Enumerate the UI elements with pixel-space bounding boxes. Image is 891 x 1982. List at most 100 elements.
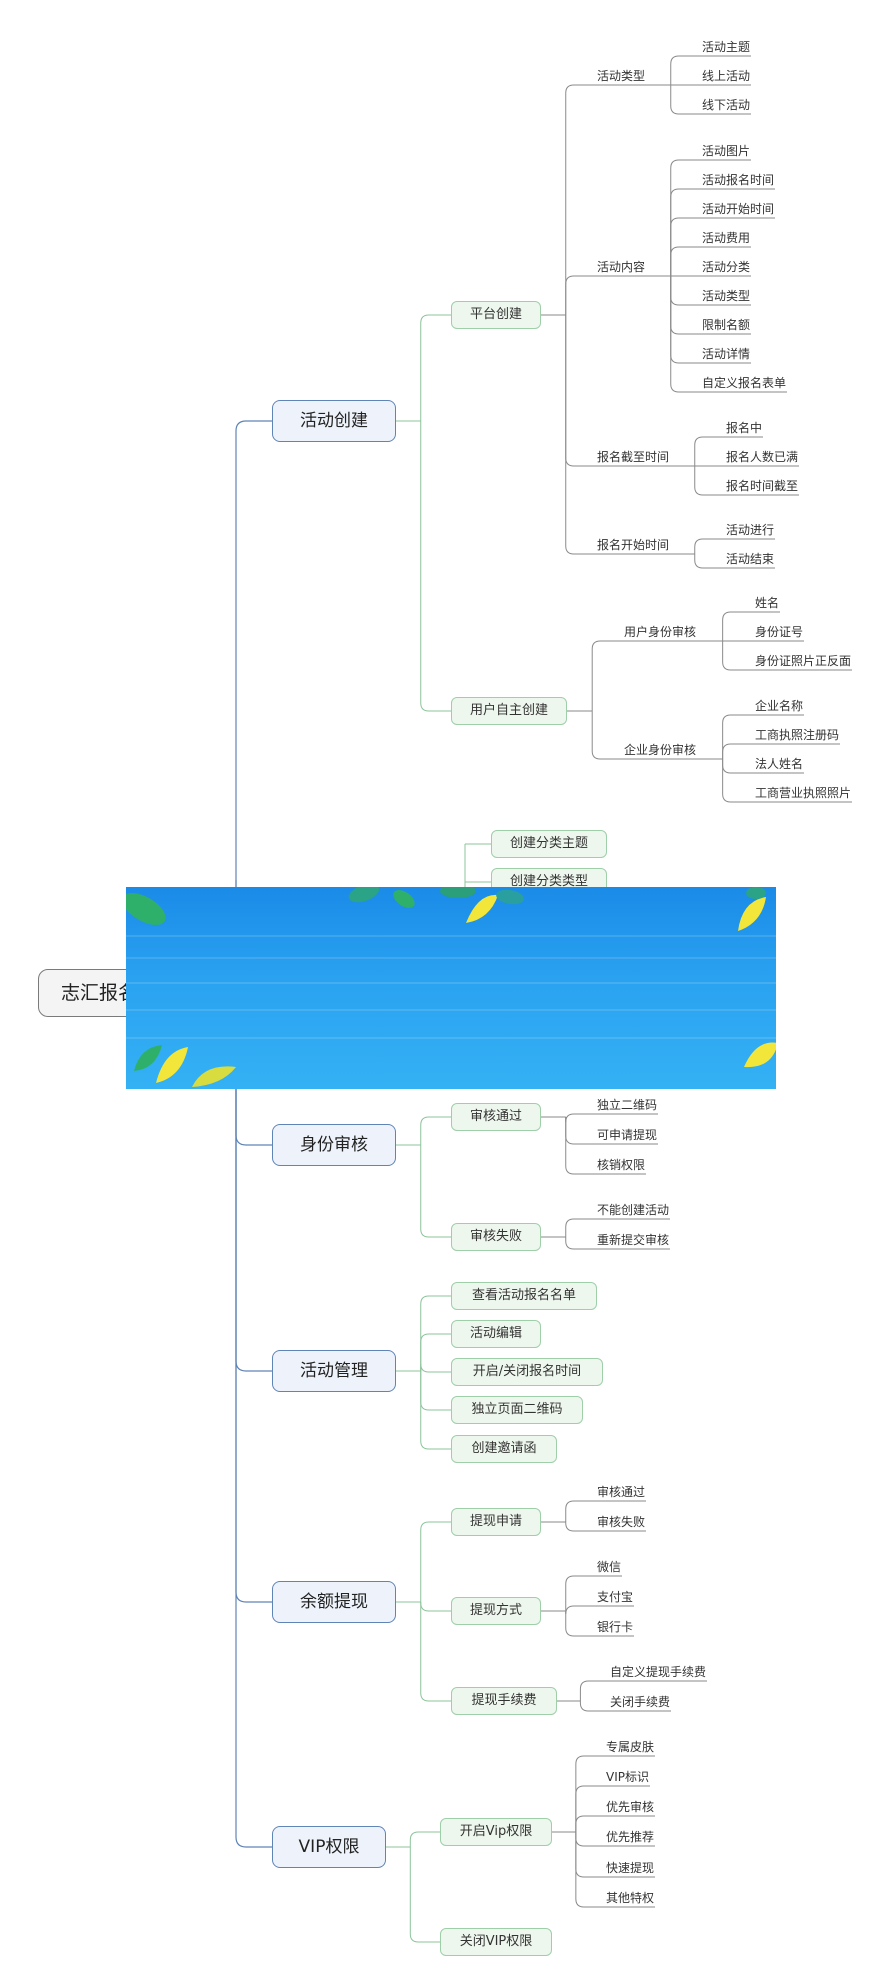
connector-line xyxy=(565,1611,596,1637)
subtopic-review-fail[interactable]: 审核失败 xyxy=(451,1223,541,1251)
leaf-topic[interactable]: 活动主题 xyxy=(702,40,751,54)
leaf-topic[interactable]: 活动分类 xyxy=(702,260,751,274)
connector-line xyxy=(722,759,754,803)
leaf-topic[interactable]: 活动详情 xyxy=(702,347,751,361)
subtopic-view-signup-list[interactable]: 查看活动报名名单 xyxy=(451,1282,597,1310)
connector-line xyxy=(670,276,701,364)
leaf-topic[interactable]: 银行卡 xyxy=(597,1620,634,1634)
topic-user-identity-review[interactable]: 用户身份审核 xyxy=(624,625,697,639)
connector-line xyxy=(420,1295,451,1371)
subtopic-activity-edit[interactable]: 活动编辑 xyxy=(451,1320,541,1348)
leaf-topic[interactable]: 工商营业执照照片 xyxy=(755,786,852,800)
topic-signup-deadline[interactable]: 报名截至时间 xyxy=(597,450,670,464)
connector-line xyxy=(575,1832,605,1878)
leaf-topic[interactable]: 姓名 xyxy=(755,596,780,610)
main-topic-identity-review[interactable]: 身份审核 xyxy=(272,1124,396,1166)
connector-line xyxy=(694,554,725,569)
leaf-topic[interactable]: 活动类型 xyxy=(702,289,751,303)
connector-line xyxy=(591,711,623,760)
leaf-topic[interactable]: 核销权限 xyxy=(597,1158,646,1172)
subtopic-user-create[interactable]: 用户自主创建 xyxy=(451,697,567,725)
main-topic-vip[interactable]: VIP权限 xyxy=(272,1826,386,1868)
leaf-topic[interactable]: 报名人数已满 xyxy=(726,450,799,464)
connector-line xyxy=(420,1333,451,1371)
connector-line xyxy=(575,1815,605,1832)
leaf-topic[interactable]: 自定义报名表单 xyxy=(702,376,787,390)
leaf-topic[interactable]: 工商执照注册码 xyxy=(755,728,840,742)
leaf-topic[interactable]: 企业名称 xyxy=(755,699,804,713)
connector-line xyxy=(694,466,725,496)
leaf-topic[interactable]: 独立二维码 xyxy=(597,1098,658,1112)
leaf-topic[interactable]: 活动开始时间 xyxy=(702,202,775,216)
connector-line xyxy=(420,1371,451,1450)
connector-line xyxy=(420,1602,451,1702)
connector-line xyxy=(420,1363,451,1373)
connector-line xyxy=(565,315,596,555)
leaf-topic[interactable]: 活动进行 xyxy=(726,523,775,537)
subtopic-create-category-theme[interactable]: 创建分类主题 xyxy=(491,830,607,858)
connector-line xyxy=(565,1237,596,1250)
topic-activity-content[interactable]: 活动内容 xyxy=(597,260,646,274)
connector-line xyxy=(722,611,754,641)
subtopic-create-invitation[interactable]: 创建邀请函 xyxy=(451,1435,557,1463)
connector-line xyxy=(565,1117,596,1145)
leaf-topic[interactable]: 优先推荐 xyxy=(606,1830,655,1844)
topic-signup-start[interactable]: 报名开始时间 xyxy=(597,538,670,552)
subtopic-withdraw-method[interactable]: 提现方式 xyxy=(451,1597,541,1625)
connector-line xyxy=(722,759,754,774)
connector-line xyxy=(694,538,725,554)
subtopic-disable-vip[interactable]: 关闭VIP权限 xyxy=(440,1928,552,1956)
leaf-topic[interactable]: 关闭手续费 xyxy=(610,1695,671,1709)
leaf-topic[interactable]: 报名时间截至 xyxy=(726,479,799,493)
leaf-topic[interactable]: 重新提交审核 xyxy=(597,1233,670,1247)
connector-line xyxy=(670,246,701,276)
connector-line xyxy=(420,314,451,421)
leaf-topic[interactable]: 活动图片 xyxy=(702,144,751,158)
subtopic-withdraw-fee[interactable]: 提现手续费 xyxy=(451,1687,557,1715)
subtopic-standalone-qrcode[interactable]: 独立页面二维码 xyxy=(451,1396,583,1424)
leaf-topic[interactable]: VIP标识 xyxy=(606,1770,649,1784)
main-topic-activity-create[interactable]: 活动创建 xyxy=(272,400,396,442)
subtopic-enable-vip[interactable]: 开启Vip权限 xyxy=(440,1818,552,1846)
leaf-topic[interactable]: 活动报名时间 xyxy=(702,173,775,187)
leaf-topic[interactable]: 专属皮肤 xyxy=(606,1740,655,1754)
leaf-topic[interactable]: 身份证照片正反面 xyxy=(755,654,852,668)
leaf-topic[interactable]: 活动结束 xyxy=(726,552,775,566)
leaf-topic[interactable]: 法人姓名 xyxy=(755,757,804,771)
connector-line xyxy=(565,1500,596,1522)
leaf-topic[interactable]: 其他特权 xyxy=(606,1891,655,1905)
connector-line xyxy=(591,640,623,711)
leaf-topic[interactable]: 活动费用 xyxy=(702,231,751,245)
connector-line xyxy=(565,1605,596,1615)
leaf-topic[interactable]: 微信 xyxy=(597,1560,622,1574)
subtopic-withdraw-apply[interactable]: 提现申请 xyxy=(451,1508,541,1536)
leaf-topic[interactable]: 优先审核 xyxy=(606,1800,655,1814)
topic-company-identity-review[interactable]: 企业身份审核 xyxy=(624,743,697,757)
connector-line xyxy=(565,1522,596,1532)
topic-activity-type[interactable]: 活动类型 xyxy=(597,69,646,83)
leaf-topic[interactable]: 审核失败 xyxy=(597,1515,646,1529)
leaf-topic[interactable]: 限制名额 xyxy=(702,318,751,332)
connector-line xyxy=(575,1832,605,1908)
leaf-topic[interactable]: 支付宝 xyxy=(597,1590,634,1604)
subtopic-review-pass[interactable]: 审核通过 xyxy=(451,1103,541,1131)
subtopic-toggle-signup-time[interactable]: 开启/关闭报名时间 xyxy=(451,1358,603,1386)
leaf-topic[interactable]: 不能创建活动 xyxy=(597,1203,670,1217)
subtopic-platform-create[interactable]: 平台创建 xyxy=(451,301,541,329)
connector-line xyxy=(420,1116,451,1145)
leaf-topic[interactable]: 线上活动 xyxy=(702,69,751,83)
leaf-topic[interactable]: 可申请提现 xyxy=(597,1128,658,1142)
main-topic-balance-withdraw[interactable]: 余额提现 xyxy=(272,1581,396,1623)
connector-line xyxy=(694,436,725,466)
connector-line xyxy=(722,714,754,759)
leaf-topic[interactable]: 线下活动 xyxy=(702,98,751,112)
leaf-decoration-icon xyxy=(126,887,776,1087)
leaf-topic[interactable]: 身份证号 xyxy=(755,625,804,639)
connector-line xyxy=(579,1701,609,1712)
leaf-topic[interactable]: 报名中 xyxy=(726,421,763,435)
main-topic-activity-manage[interactable]: 活动管理 xyxy=(272,1350,396,1392)
leaf-topic[interactable]: 审核通过 xyxy=(597,1485,646,1499)
leaf-topic[interactable]: 快速提现 xyxy=(606,1861,655,1875)
leaf-topic[interactable]: 自定义提现手续费 xyxy=(610,1665,707,1679)
